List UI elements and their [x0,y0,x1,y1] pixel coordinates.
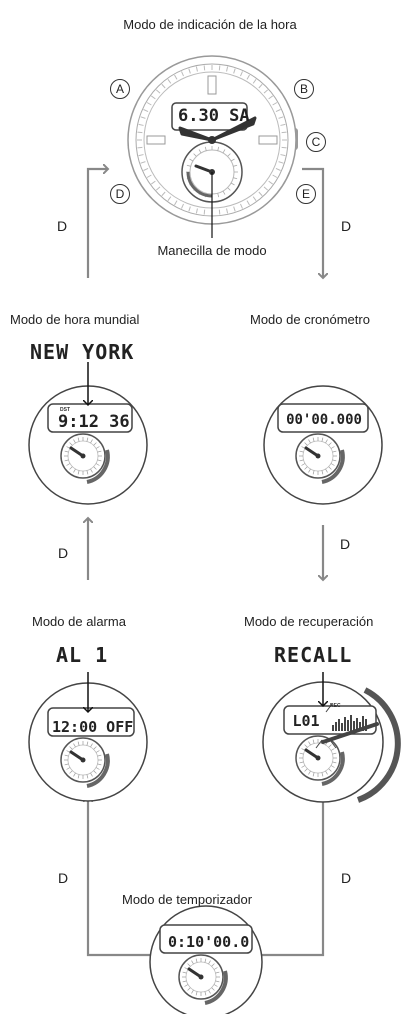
rec-badge: REC [330,703,341,709]
world-time-watch [28,385,148,505]
world-time-mode-label: Modo de hora mundial [10,312,140,327]
button-label-d: D [110,184,130,204]
arrow-label-d: D [340,536,351,552]
timer-watch [149,905,263,1014]
timer-mode-label: Modo de temporizador [122,892,253,907]
main-mode-label: Modo de indicación de la hora [123,17,297,32]
alarm-mode-label: Modo de alarma [32,614,126,629]
world-time-city-display: NEW YORK [30,340,135,364]
arrow-timer-to-alarm [88,797,160,957]
world-time-lcd: 9:12 36 [58,412,130,432]
main-lcd: 6.30 SA [178,106,250,126]
recall-flash-icon [315,703,337,749]
alarm-watch [28,682,148,802]
arrow-main-to-stopwatch [302,167,323,278]
button-label-e: E [296,184,316,204]
recall-display: RECALL [274,643,353,667]
alarm-number-display: AL 1 [56,643,109,667]
button-label-a: A [110,79,130,99]
stopwatch-watch [263,385,383,505]
dst-badge: DST [60,407,70,413]
hand-label: Manecilla de modo [157,243,267,258]
arrow-label-d: D [341,870,352,886]
stopwatch-lcd: 00'00.000 [286,412,362,428]
arrow-label-d: D [341,218,352,234]
flow-arrows [88,169,323,955]
main-watch [127,55,298,238]
timer-lcd: 0:10'00.0 [168,933,250,951]
arrow-label-d: D [58,870,69,886]
arrow-label-d: D [58,545,69,561]
button-label-c: C [306,132,326,152]
arrow-world-to-main [86,169,108,278]
recall-mode-label: Modo de recuperación [244,614,374,629]
recall-level-bars [332,715,367,731]
button-label-b: B [294,79,314,99]
arrow-recall-to-timer [252,797,325,955]
alarm-lcd: 12:00 OFF [52,718,134,736]
arrow-label-d: D [57,218,68,234]
recall-lcd: L01 [292,712,320,730]
stopwatch-mode-label: Modo de cronómetro [250,312,370,327]
